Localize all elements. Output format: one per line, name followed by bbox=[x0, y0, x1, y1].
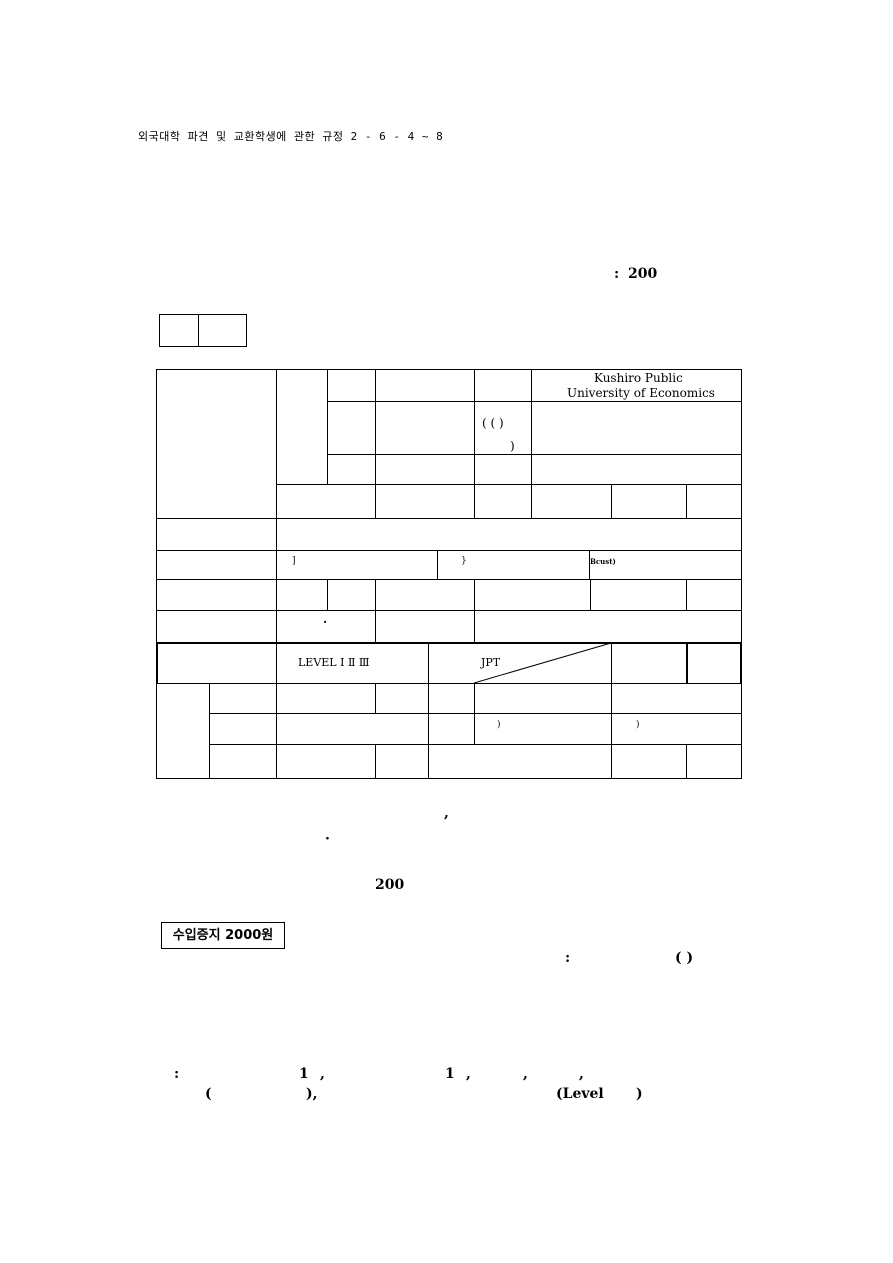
dot-mark: · bbox=[323, 615, 328, 629]
jlpt-level-label: LEVEL Ⅰ Ⅱ Ⅲ bbox=[298, 656, 370, 669]
col-line bbox=[589, 550, 590, 580]
document-header: 외국대학 파견 및 교환학생에 관한 규정 2 - 6 - 4 ~ 8 bbox=[138, 130, 444, 143]
address-bracket-2: } bbox=[461, 556, 467, 566]
paren-mark: ( ( ) bbox=[482, 416, 504, 430]
row-line bbox=[327, 454, 742, 455]
col-line bbox=[686, 642, 688, 684]
address-bracket-1: ] bbox=[292, 556, 296, 566]
row-line bbox=[156, 683, 742, 684]
note-comma-d: , bbox=[579, 1066, 584, 1082]
footer-dot: · bbox=[325, 831, 330, 847]
row-line bbox=[209, 744, 742, 745]
col-line bbox=[327, 369, 328, 485]
row-line bbox=[156, 518, 742, 519]
note-one-a: 1 bbox=[299, 1066, 309, 1082]
col-line bbox=[276, 683, 277, 779]
col-line bbox=[428, 642, 429, 779]
col-line bbox=[590, 579, 591, 611]
signature-colon: : bbox=[565, 950, 571, 966]
col-line bbox=[276, 369, 277, 519]
row-line bbox=[209, 713, 742, 714]
col-line bbox=[686, 484, 687, 519]
col-line bbox=[375, 683, 376, 714]
footer-year: 200 bbox=[375, 877, 405, 893]
note-paren-open: ( bbox=[205, 1086, 212, 1102]
id-box-divider bbox=[198, 314, 199, 347]
note-level-close: ) bbox=[636, 1086, 643, 1102]
note-comma-a: , bbox=[320, 1066, 325, 1082]
paren-close-mark: ) bbox=[510, 439, 515, 453]
row-line bbox=[276, 484, 742, 485]
col-line bbox=[375, 744, 376, 779]
university-name-line2: University of Economics bbox=[567, 386, 715, 400]
row-line bbox=[327, 401, 742, 402]
col-line bbox=[375, 579, 376, 643]
note-level: (Level bbox=[556, 1086, 604, 1102]
col-line bbox=[474, 579, 475, 643]
revenue-stamp-box: 수입증지 2000원 bbox=[161, 922, 285, 949]
note-one-b: 1 bbox=[445, 1066, 455, 1082]
col-line bbox=[156, 642, 158, 684]
note-colon: : bbox=[174, 1066, 180, 1082]
col-line bbox=[276, 518, 277, 684]
id-box bbox=[159, 314, 247, 347]
row-line bbox=[156, 610, 742, 611]
col-line bbox=[375, 369, 376, 519]
col-line bbox=[611, 642, 612, 779]
col-line bbox=[740, 642, 742, 684]
col-line bbox=[686, 744, 687, 779]
col-line bbox=[686, 579, 687, 611]
address-suffix: Bcust) bbox=[590, 557, 616, 566]
note-paren-close: ), bbox=[306, 1086, 318, 1102]
row-line bbox=[156, 579, 742, 580]
col-line bbox=[531, 369, 532, 519]
col-line bbox=[437, 550, 438, 580]
date-year: 200 bbox=[628, 266, 658, 282]
jpt-diagonal-line bbox=[474, 643, 612, 684]
col-line bbox=[209, 683, 210, 779]
col-line bbox=[327, 579, 328, 611]
col-line bbox=[611, 484, 612, 519]
jpt-label: JPT bbox=[481, 656, 501, 669]
row-paren-a: ) bbox=[497, 720, 501, 730]
row-line bbox=[156, 642, 742, 644]
application-form-table bbox=[156, 369, 742, 779]
col-line bbox=[474, 683, 475, 745]
col-line bbox=[474, 369, 475, 519]
date-colon: : bbox=[614, 266, 620, 282]
signature-paren: ( ) bbox=[675, 950, 694, 966]
university-name-line1: Kushiro Public bbox=[594, 371, 683, 385]
footer-comma: , bbox=[444, 805, 449, 821]
note-comma-b: , bbox=[466, 1066, 471, 1082]
row-paren-b: ) bbox=[636, 720, 640, 730]
row-line bbox=[156, 550, 742, 551]
note-comma-c: , bbox=[523, 1066, 528, 1082]
